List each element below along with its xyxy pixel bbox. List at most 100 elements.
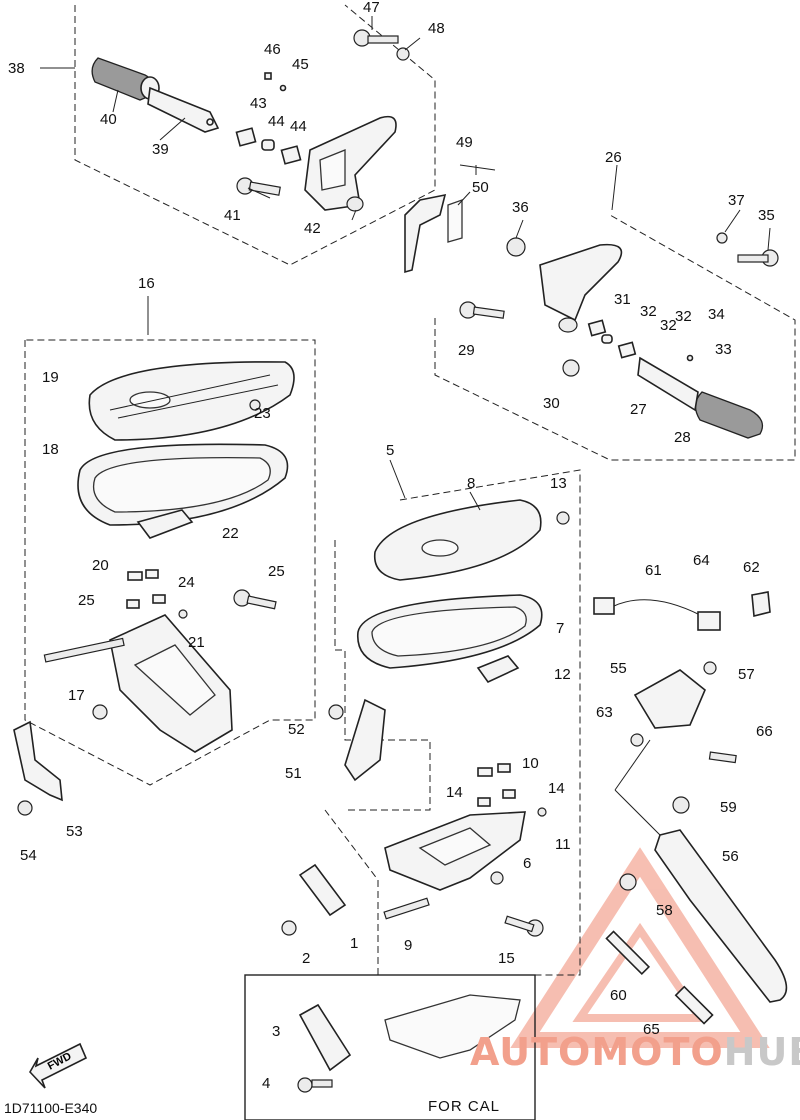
small-parts-rear-left <box>235 72 302 165</box>
callout-51: 51 <box>285 765 302 782</box>
callout-27: 27 <box>630 401 647 418</box>
bracket-54 <box>13 720 63 816</box>
callout-10: 10 <box>522 755 539 772</box>
spring-66 <box>674 985 714 1025</box>
callout-19: 19 <box>42 369 59 386</box>
watermark-part1: AUTOMOTO <box>470 1030 724 1074</box>
footboard-cover-19 <box>88 361 295 441</box>
callout-39: 39 <box>152 141 169 158</box>
bracket-50 <box>404 193 463 274</box>
callout-25: 25 <box>268 563 285 580</box>
callout-62: 62 <box>743 559 760 576</box>
bolt-26 <box>233 589 277 610</box>
sidestand-bracket-56 <box>630 661 737 764</box>
callout-33: 33 <box>715 341 732 358</box>
callout-36: 36 <box>512 199 529 216</box>
callout-55: 55 <box>610 660 627 677</box>
callout-18: 18 <box>42 441 59 458</box>
callout-2: 2 <box>302 950 310 967</box>
callout-5: 5 <box>386 442 394 459</box>
fwd-arrow: FWD <box>29 1042 88 1089</box>
callout-34: 34 <box>708 306 725 323</box>
small-parts-5 <box>281 511 570 937</box>
footboard-cover-8 <box>373 499 542 581</box>
nut-43 <box>346 196 364 212</box>
callout-57: 57 <box>738 666 755 683</box>
callout-60: 60 <box>610 987 627 1004</box>
callout-7: 7 <box>556 620 564 637</box>
callout-31: 31 <box>614 291 631 308</box>
callout-22: 22 <box>222 525 239 542</box>
callout-48: 48 <box>428 20 445 37</box>
leader-lines <box>112 16 771 511</box>
callout-58: 58 <box>656 902 673 919</box>
callout-30: 30 <box>543 395 560 412</box>
damper-12 <box>476 655 520 684</box>
callout-23: 23 <box>254 405 271 422</box>
bolt-59 <box>619 873 637 891</box>
sidestand-switch-62 <box>593 591 771 631</box>
callout-32: 32 <box>640 303 657 320</box>
callout-17: 17 <box>68 687 85 704</box>
damper-23 <box>136 509 194 539</box>
rod-28 <box>637 356 699 412</box>
callout-25: 25 <box>78 592 95 609</box>
callout-66: 66 <box>756 723 773 740</box>
callout-40: 40 <box>100 111 117 128</box>
sidestand-57 <box>654 829 788 1003</box>
group-box-16 <box>24 339 316 786</box>
bolt-20 <box>43 637 125 663</box>
callout-26: 26 <box>605 149 622 166</box>
drawing-code: 1D71100-E340 <box>4 1100 98 1116</box>
callout-56: 56 <box>722 848 739 865</box>
callout-1: 1 <box>350 935 358 952</box>
callout-21: 21 <box>188 634 205 651</box>
callout-45: 45 <box>292 56 309 73</box>
callout-24: 24 <box>178 574 195 591</box>
watermark-part2: HUB <box>723 1030 800 1074</box>
callout-63: 63 <box>596 704 613 721</box>
callout-64: 64 <box>693 552 710 569</box>
callout-3: 3 <box>272 1023 280 1040</box>
washer-49 <box>396 47 410 61</box>
nut-60 <box>672 796 690 814</box>
grip-29 <box>694 391 764 439</box>
callout-9: 9 <box>404 937 412 954</box>
callout-16: 16 <box>138 275 155 292</box>
callout-32: 32 <box>660 317 677 334</box>
callout-61: 61 <box>645 562 662 579</box>
group-box-5 <box>324 469 581 976</box>
callout-52: 52 <box>288 721 305 738</box>
footrest-bracket-rear-left <box>304 115 397 211</box>
callout-8: 8 <box>467 475 475 492</box>
callout-4: 4 <box>262 1075 270 1092</box>
callout-53: 53 <box>66 823 83 840</box>
bolt-48 <box>353 29 399 47</box>
callout-28: 28 <box>674 429 691 446</box>
footboard-7 <box>357 594 543 669</box>
bracket-52 <box>344 698 386 782</box>
callout-47: 47 <box>363 0 380 16</box>
callout-29: 29 <box>458 342 475 359</box>
watermark-text: AUTOMOTOHUB <box>470 1030 800 1074</box>
group-box-39 <box>40 4 436 266</box>
group-box-27 <box>434 214 796 461</box>
small-parts-rear-right <box>459 232 779 377</box>
inset-label: FOR CAL <box>428 1098 501 1115</box>
footboard-18 <box>77 443 289 526</box>
callout-43: 43 <box>250 95 267 112</box>
callout-44: 44 <box>268 113 285 130</box>
bolt-42 <box>236 177 281 196</box>
footrest-bracket-rear-right <box>539 243 623 322</box>
leader-line-sidestand <box>614 739 661 836</box>
spring-61 <box>605 930 651 976</box>
callout-59: 59 <box>720 799 737 816</box>
callout-14: 14 <box>548 780 565 797</box>
callout-14: 14 <box>446 784 463 801</box>
callout-38: 38 <box>8 60 25 77</box>
watermark-logo <box>510 847 770 1048</box>
callout-32: 32 <box>675 308 692 325</box>
callout-42: 42 <box>304 220 321 237</box>
